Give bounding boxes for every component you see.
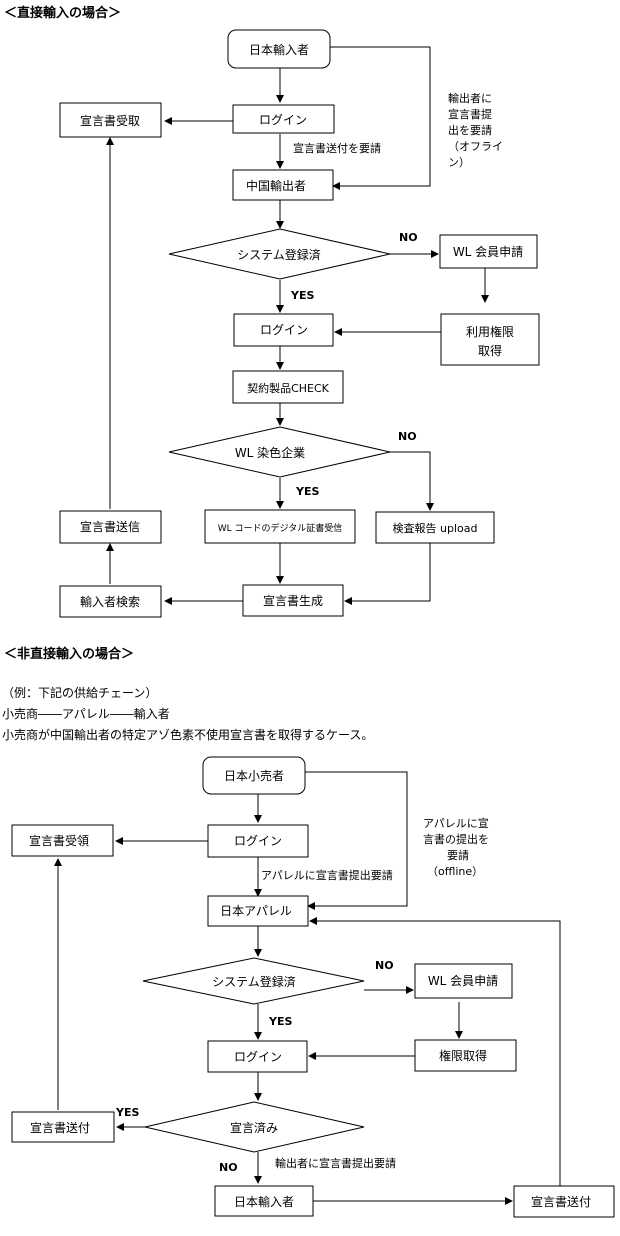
- s1-rights-label-1: 利用権限: [466, 324, 514, 339]
- section2-title: ＜非直接輸入の場合＞: [4, 646, 134, 662]
- section2-intro: （例：下記の供給チェーン） 小売商――アパレル――輸入者 小売商が中国輸出者の特…: [2, 685, 373, 742]
- s2-offline-line-0: アパレルに宣: [423, 816, 489, 830]
- s2-no2-label: NO: [219, 1161, 238, 1174]
- s2-offline-note: アパレルに宣 言書の提出を 要請 （offline）: [423, 816, 489, 878]
- s1-wl-dye-decision: WL 染色企業: [168, 426, 391, 478]
- s2-request-importer-label: 輸出者に宣言書提出要請: [275, 1156, 396, 1170]
- s1-receive-label: 宣言書受取: [80, 113, 140, 128]
- s2-yes1-label: YES: [268, 1015, 292, 1028]
- s1-chinese-exporter-label: 中国輸出者: [246, 178, 306, 193]
- s1-rights-label-2: 取得: [478, 343, 502, 358]
- s1-offline-line-0: 輸出者に: [448, 91, 492, 105]
- s1-wl-dye-label: WL 染色企業: [235, 445, 305, 460]
- s2-system-registered-label: システム登録済: [212, 974, 296, 989]
- s1-generate-label: 宣言書生成: [263, 593, 323, 608]
- s2-login2-node: ログイン: [207, 1040, 308, 1073]
- s1-generate-node: 宣言書生成: [242, 584, 344, 617]
- s1-offline-line-4: ン）: [448, 156, 470, 169]
- s2-importer-label: 日本輸入者: [234, 1194, 294, 1209]
- s2-yes2-label: YES: [115, 1106, 139, 1119]
- s1-receive-node: 宣言書受取: [59, 102, 162, 138]
- s2-receive-node: 宣言書受領: [11, 824, 114, 857]
- s1-inspection-upload-label: 検査報告 upload: [393, 521, 478, 535]
- s1-send-declaration-node: 宣言書送信: [59, 510, 162, 544]
- s1-start-label: 日本輸入者: [249, 42, 309, 57]
- s1-login2-node: ログイン: [233, 313, 334, 347]
- s2-rights-label: 権限取得: [439, 1048, 487, 1063]
- s2-system-registered-decision: システム登録済: [142, 957, 365, 1005]
- s2-declared-label: 宣言済み: [230, 1120, 278, 1135]
- s1-contract-check-node: 契約製品CHECK: [232, 370, 344, 404]
- s2-wl-member-apply-label: WL 会員申請: [428, 974, 498, 988]
- s1-wl-member-apply-node: WL 会員申請: [439, 234, 538, 269]
- s2-importer-node: 日本輸入者: [214, 1185, 314, 1217]
- s1-offline-note: 輸出者に 宣言書提 出を要請 （オフライ ン）: [448, 91, 503, 169]
- s1-login2-label: ログイン: [260, 323, 308, 337]
- s1-importer-search-node: 輸入者検索: [59, 585, 162, 618]
- s1-contract-check-label: 契約製品CHECK: [247, 381, 330, 395]
- s2-wl-member-apply-node: WL 会員申請: [414, 963, 513, 999]
- s2-send-left-label: 宣言書送付: [30, 1120, 90, 1135]
- s1-offline-line-2: 出を要請: [448, 123, 492, 137]
- s2-declared-decision: 宣言済み: [144, 1101, 365, 1153]
- section2-connectors: [54, 771, 561, 1205]
- s1-login1-label: ログイン: [259, 113, 307, 127]
- s2-login2-label: ログイン: [234, 1050, 282, 1064]
- s1-start-node: 日本輸入者: [227, 29, 331, 69]
- s1-no2-label: NO: [398, 430, 417, 443]
- s1-system-registered-decision: システム登録済: [168, 228, 391, 280]
- s1-wl-code-cert-node: WL コードのデジタル証書受信: [204, 509, 356, 544]
- s2-login1-label: ログイン: [234, 834, 282, 848]
- s2-no1-label: NO: [375, 959, 394, 972]
- s1-send-declaration-label: 宣言書送信: [80, 519, 140, 534]
- s1-login1-node: ログイン: [232, 104, 335, 134]
- s1-rights-node: 利用権限 取得: [440, 313, 540, 366]
- section1-connectors: [106, 46, 489, 605]
- s2-intro-line-1: 小売商――アパレル――輸入者: [2, 706, 170, 721]
- s1-wl-member-apply-label: WL 会員申請: [453, 245, 523, 259]
- s2-receive-label: 宣言書受領: [29, 833, 89, 848]
- s1-chinese-exporter-node: 中国輸出者: [232, 169, 334, 201]
- s1-no1-label: NO: [399, 231, 418, 244]
- s2-login1-node: ログイン: [207, 824, 309, 858]
- s2-offline-line-3: （offline）: [427, 865, 483, 878]
- s1-system-registered-label: システム登録済: [237, 247, 321, 262]
- s2-offline-line-1: 言書の提出を: [423, 832, 489, 846]
- s2-apparel-label: 日本アパレル: [220, 904, 292, 918]
- s1-importer-search-label: 輸入者検索: [80, 594, 140, 609]
- s2-start-node: 日本小売者: [202, 756, 306, 795]
- s2-send-right-label: 宣言書送付: [531, 1194, 591, 1209]
- s2-intro-line-0: （例：下記の供給チェーン）: [2, 685, 157, 700]
- s2-send-left-node: 宣言書送付: [11, 1111, 115, 1143]
- s1-inspection-upload-node: 検査報告 upload: [375, 511, 495, 544]
- s2-send-right-node: 宣言書送付: [513, 1185, 615, 1218]
- s1-wl-code-cert-label: WL コードのデジタル証書受信: [218, 522, 343, 534]
- s2-apparel-node: 日本アパレル: [207, 895, 309, 927]
- s1-request-declaration-label: 宣言書送付を要請: [293, 141, 381, 155]
- s1-offline-line-3: （オフライ: [448, 140, 503, 153]
- s1-yes1-label: YES: [290, 289, 314, 302]
- s1-offline-line-1: 宣言書提: [448, 107, 492, 121]
- section1-title: ＜直接輸入の場合＞: [4, 5, 121, 21]
- s2-start-label: 日本小売者: [224, 768, 284, 783]
- s2-offline-line-2: 要請: [447, 848, 469, 862]
- s2-rights-node: 権限取得: [414, 1039, 517, 1072]
- s2-intro-line-2: 小売商が中国輸出者の特定アゾ色素不使用宣言書を取得するケース。: [2, 727, 373, 742]
- s1-yes2-label: YES: [295, 485, 319, 498]
- s2-request-apparel-label: アパレルに宣言書提出要請: [261, 868, 393, 882]
